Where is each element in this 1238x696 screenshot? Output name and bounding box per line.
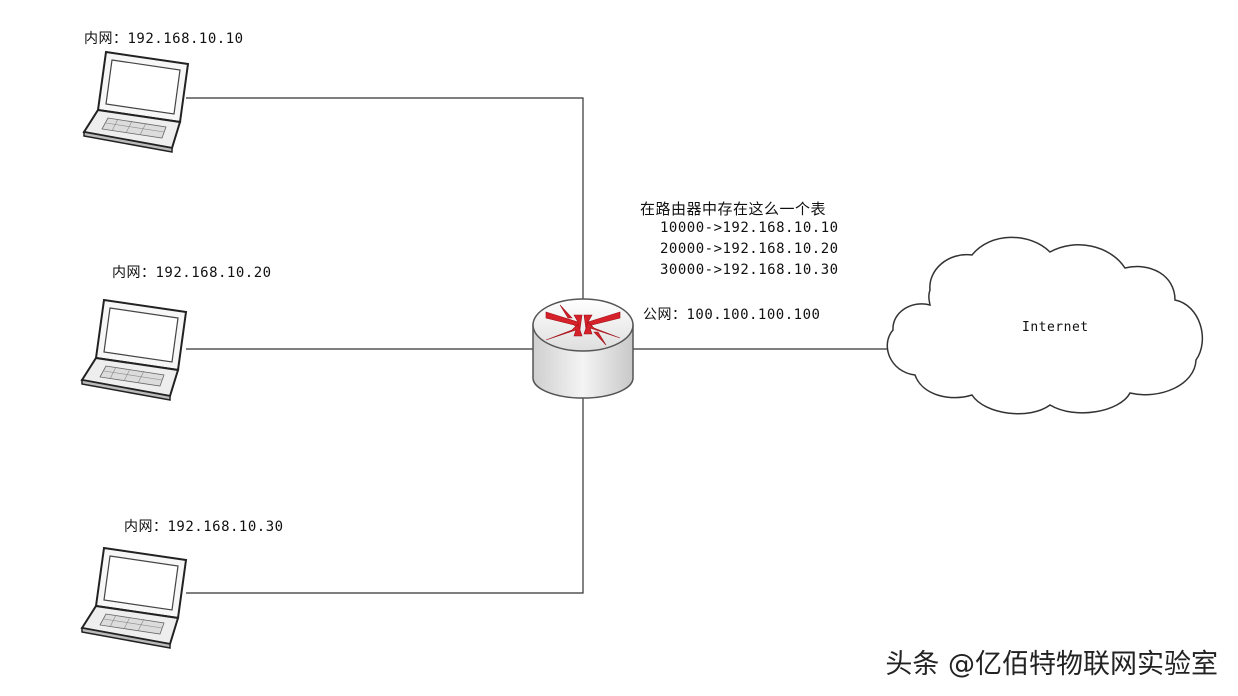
watermark: 头条 @亿佰特物联网实验室: [885, 649, 1218, 680]
host-label-1: 内网：192.168.10.10: [84, 31, 244, 47]
link-host-3: [186, 398, 584, 594]
host-label-2: 内网：192.168.10.20: [112, 265, 272, 281]
nat-table-title: 在路由器中存在这么一个表: [640, 200, 827, 218]
nat-table-row: 20000->192.168.10.20: [660, 241, 839, 257]
nat-table-row: 30000->192.168.10.30: [660, 262, 839, 278]
router-icon: [532, 298, 634, 399]
connection-lines: [186, 97, 888, 594]
internet-cloud-icon: [886, 236, 1204, 415]
public-ip-label: 公网：100.100.100.100: [643, 307, 821, 323]
laptop-icon: [81, 547, 187, 649]
link-host-1: [186, 97, 584, 300]
internet-label: Internet: [1022, 320, 1089, 335]
host-label-3: 内网：192.168.10.30: [124, 519, 284, 535]
laptop-icon: [83, 51, 189, 153]
laptop-icon: [81, 299, 187, 401]
nat-table-row: 10000->192.168.10.10: [660, 220, 839, 236]
